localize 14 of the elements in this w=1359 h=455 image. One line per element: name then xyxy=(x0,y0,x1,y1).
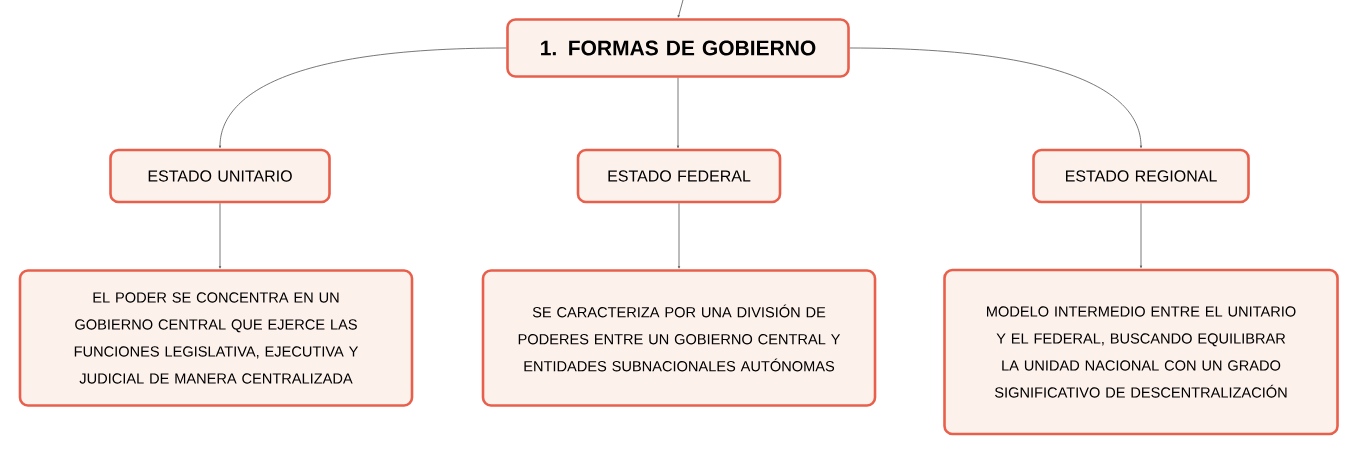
description-box: EL PODER SE CONCENTRA EN UN GOBIERNO CENTRAL QUE EJERCE LAS FUNCIONES LEGISLATIVA, EJECUTIVA Y JUDICIAL DE MANERA CENTRALIZADA xyxy=(18,269,414,407)
description-box: MODELO INTERMEDIO ENTRE EL UNITARIO Y EL FEDERAL, BUSCANDO EQUILIBRAR LA UNIDAD NACIONAL CON UN GRADO SIGNIFICATIVO DE DESCENTRALIZACIÓN xyxy=(943,268,1339,436)
arrow xyxy=(218,47,507,149)
arrow xyxy=(1139,202,1143,269)
arrow xyxy=(676,77,680,149)
arrow xyxy=(677,202,681,269)
arrow xyxy=(849,47,1143,149)
category-box: ESTADO FEDERAL xyxy=(576,148,782,204)
category-box: ESTADO UNITARIO xyxy=(109,148,331,204)
category-box: ESTADO REGIONAL xyxy=(1032,148,1250,204)
arrow xyxy=(677,0,684,18)
arrow xyxy=(218,202,222,269)
description-box: SE CARACTERIZA POR UNA DIVISIÓN DE PODERES ENTRE UN GOBIERNO CENTRAL Y ENTIDADES SUBNACIONALES AUTÓNOMAS xyxy=(481,269,877,407)
topic-box: 1. FORMAS DE GOBIERNO xyxy=(506,18,850,78)
